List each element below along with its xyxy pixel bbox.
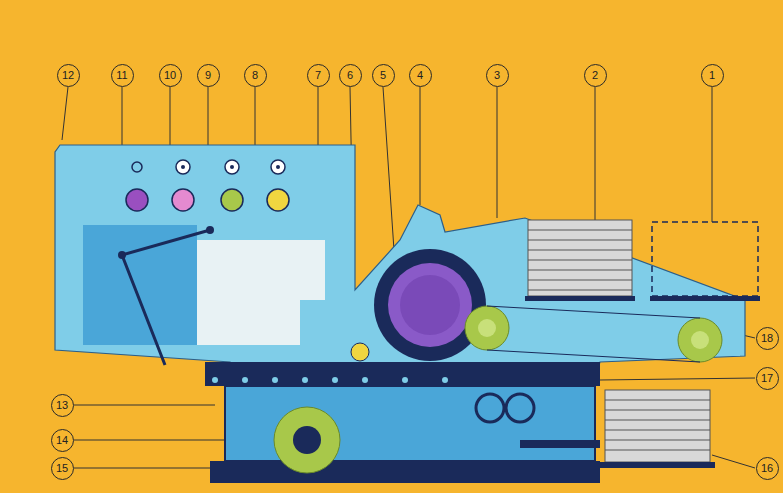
callout-number: 6 bbox=[339, 64, 362, 87]
callout-text: 2 bbox=[592, 70, 598, 81]
callout-text: 13 bbox=[56, 400, 68, 411]
callout-number: 18 bbox=[756, 327, 779, 350]
callout-text: 12 bbox=[62, 70, 74, 81]
callout-number: 3 bbox=[486, 64, 509, 87]
callout-text: 11 bbox=[116, 70, 127, 81]
callout-text: 15 bbox=[56, 463, 68, 474]
callout-number: 7 bbox=[307, 64, 330, 87]
callout-number: 11 bbox=[111, 64, 134, 87]
callout-text: 6 bbox=[347, 70, 353, 81]
callout-number: 16 bbox=[756, 457, 779, 480]
callout-number: 9 bbox=[197, 64, 220, 87]
callout-text: 10 bbox=[164, 70, 176, 81]
callout-text: 9 bbox=[205, 70, 211, 81]
callout-number: 2 bbox=[584, 64, 607, 87]
callout-text: 18 bbox=[761, 333, 773, 344]
callout-text: 14 bbox=[56, 435, 68, 446]
callout-number: 13 bbox=[51, 394, 74, 417]
callout-number: 14 bbox=[51, 429, 74, 452]
callout-text: 16 bbox=[761, 463, 773, 474]
callout-number: 17 bbox=[756, 367, 779, 390]
callout-number: 15 bbox=[51, 457, 74, 480]
callout-number: 1 bbox=[701, 64, 724, 87]
callout-text: 3 bbox=[494, 70, 500, 81]
callout-number: 5 bbox=[372, 64, 395, 87]
callout-text: 17 bbox=[761, 373, 773, 384]
callout-text: 1 bbox=[709, 70, 715, 81]
callout-number: 4 bbox=[409, 64, 432, 87]
callout-text: 7 bbox=[315, 70, 321, 81]
callout-text: 8 bbox=[252, 70, 258, 81]
callout-number: 12 bbox=[57, 64, 80, 87]
callout-text: 4 bbox=[417, 70, 423, 81]
callout-number: 8 bbox=[244, 64, 267, 87]
callout-text: 5 bbox=[380, 70, 386, 81]
callout-number: 10 bbox=[159, 64, 182, 87]
